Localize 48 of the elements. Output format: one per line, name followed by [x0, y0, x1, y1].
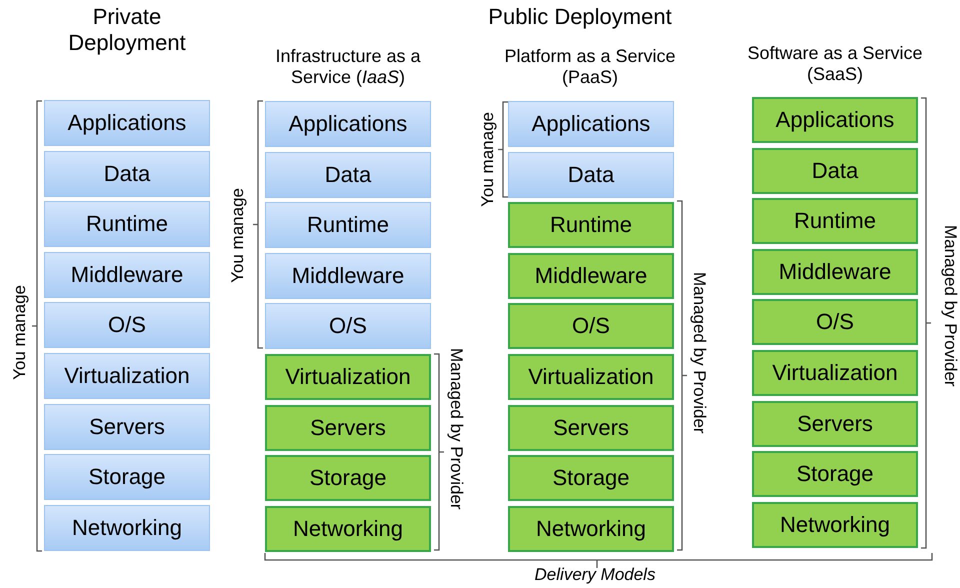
managed-layer-box: Applications: [265, 101, 431, 147]
provider-layer-box: Runtime: [508, 202, 674, 248]
axis-caption: Delivery Models: [534, 565, 656, 585]
bracket-label: Managed by Provider: [689, 272, 709, 434]
provider-layer-box: Networking: [265, 506, 431, 552]
managed-layer-box: Virtualization: [44, 353, 210, 399]
provider-layer-box: O/S: [752, 299, 918, 346]
provider-layer-box: Runtime: [752, 198, 918, 244]
provider-layer-box: Virtualization: [508, 354, 674, 400]
bracket-label: Managed by Provider: [446, 348, 466, 510]
provider-layer-box: Networking: [752, 502, 918, 548]
provider-layer-box: Servers: [752, 400, 918, 447]
managed-layer-box: Storage: [44, 454, 210, 500]
provider-layer-box: Servers: [265, 404, 431, 451]
managed-layer-box: Applications: [44, 100, 210, 146]
provider-layer-box: Data: [752, 148, 918, 194]
bracket-label: You manage: [228, 188, 248, 283]
provider-layer-box: Servers: [508, 404, 674, 451]
managed-layer-box: Data: [44, 150, 210, 197]
provider-layer-box: Middleware: [752, 248, 918, 295]
managed-layer-box: Applications: [508, 101, 674, 147]
managed-layer-box: O/S: [44, 302, 210, 348]
provider-layer-box: Virtualization: [265, 354, 431, 400]
managed-layer-box: Data: [265, 152, 431, 198]
provider-layer-box: O/S: [508, 303, 674, 350]
provider-layer-box: Storage: [752, 451, 918, 498]
bracket-label: You manage: [10, 285, 30, 380]
managed-layer-box: Servers: [44, 404, 210, 450]
provider-layer-box: Middleware: [508, 252, 674, 299]
column-heading: Private Deployment: [67, 4, 187, 56]
bracket-label: Managed by Provider: [940, 225, 960, 387]
managed-layer-box: Middleware: [265, 252, 431, 299]
column-heading: Platform as a Service (PaaS): [503, 46, 677, 88]
provider-layer-box: Applications: [752, 97, 918, 143]
managed-layer-box: Middleware: [44, 252, 210, 298]
provider-layer-box: Virtualization: [752, 350, 918, 396]
managed-layer-box: O/S: [265, 303, 431, 350]
column-heading: Infrastructure as a Service (IaaS): [274, 46, 422, 88]
managed-layer-box: Runtime: [265, 202, 431, 248]
managed-layer-box: Networking: [44, 504, 210, 551]
managed-layer-box: Runtime: [44, 201, 210, 248]
provider-layer-box: Networking: [508, 506, 674, 552]
provider-layer-box: Storage: [508, 455, 674, 502]
managed-layer-box: Data: [508, 152, 674, 198]
bracket-label: You manage: [478, 112, 498, 207]
provider-layer-box: Storage: [265, 455, 431, 502]
column-heading: Software as a Service (SaaS): [746, 43, 924, 85]
group-heading: Public Deployment: [487, 4, 673, 30]
